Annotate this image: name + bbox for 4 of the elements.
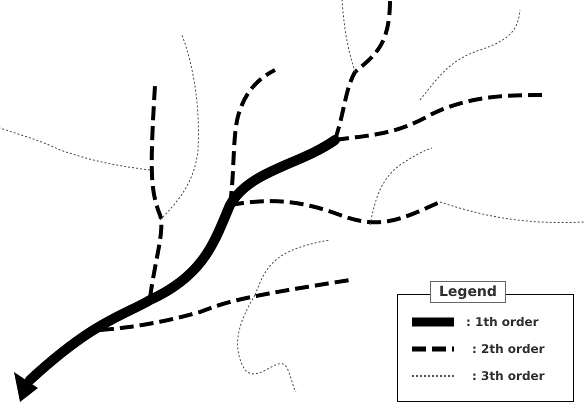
legend-label: : 1th order [466,315,539,329]
legend-title: Legend [430,281,506,303]
legend-label: : 2th order [472,342,545,356]
legend-label: : 3th order [472,369,545,383]
